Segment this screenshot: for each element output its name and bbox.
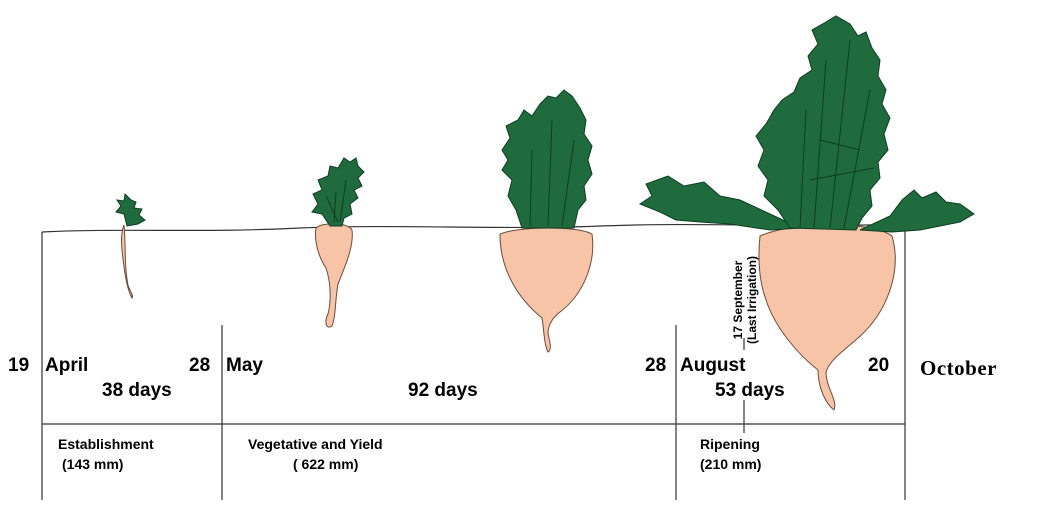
duration-ripening: 53 days: [715, 380, 785, 402]
root-1: [121, 225, 132, 298]
date-october-day: 20: [868, 355, 889, 377]
last-irrigation-date: 17 September: [731, 256, 745, 344]
beet-plant-vegetative-early: [312, 158, 364, 327]
date-may-month: May: [226, 355, 263, 377]
stage-establishment-name: Establishment: [58, 436, 154, 452]
beet-plant-vegetative-late: [500, 90, 593, 352]
date-april-month: April: [45, 355, 88, 377]
date-august-day: 28: [645, 355, 666, 377]
last-irrigation-note: (Last Irrigation): [745, 256, 759, 344]
leaves-4-center: [756, 16, 890, 230]
leaves-1: [116, 194, 145, 226]
date-october-month: October: [920, 356, 997, 381]
leaves-3: [502, 90, 592, 228]
stage-ripening-name: Ripening: [700, 436, 760, 452]
duration-establishment: 38 days: [102, 380, 172, 402]
stage-vegetative-water: ( 622 mm): [293, 456, 358, 472]
leaves-4-right: [860, 190, 974, 232]
beet-plant-establishment: [116, 194, 145, 298]
root-3: [500, 228, 593, 352]
date-april-day: 19: [8, 355, 29, 377]
duration-vegetative: 92 days: [408, 380, 478, 402]
leaves-2: [312, 158, 364, 226]
beet-plant-ripening: [640, 16, 974, 410]
stage-vegetative-name: Vegetative and Yield: [248, 436, 383, 452]
root-2: [315, 224, 352, 327]
stage-ripening-water: (210 mm): [700, 456, 761, 472]
date-august-month: August: [680, 355, 745, 377]
last-irrigation-annotation: 17 September (Last Irrigation): [731, 256, 759, 344]
date-may-day: 28: [189, 355, 210, 377]
stage-establishment-water: (143 mm): [62, 456, 123, 472]
